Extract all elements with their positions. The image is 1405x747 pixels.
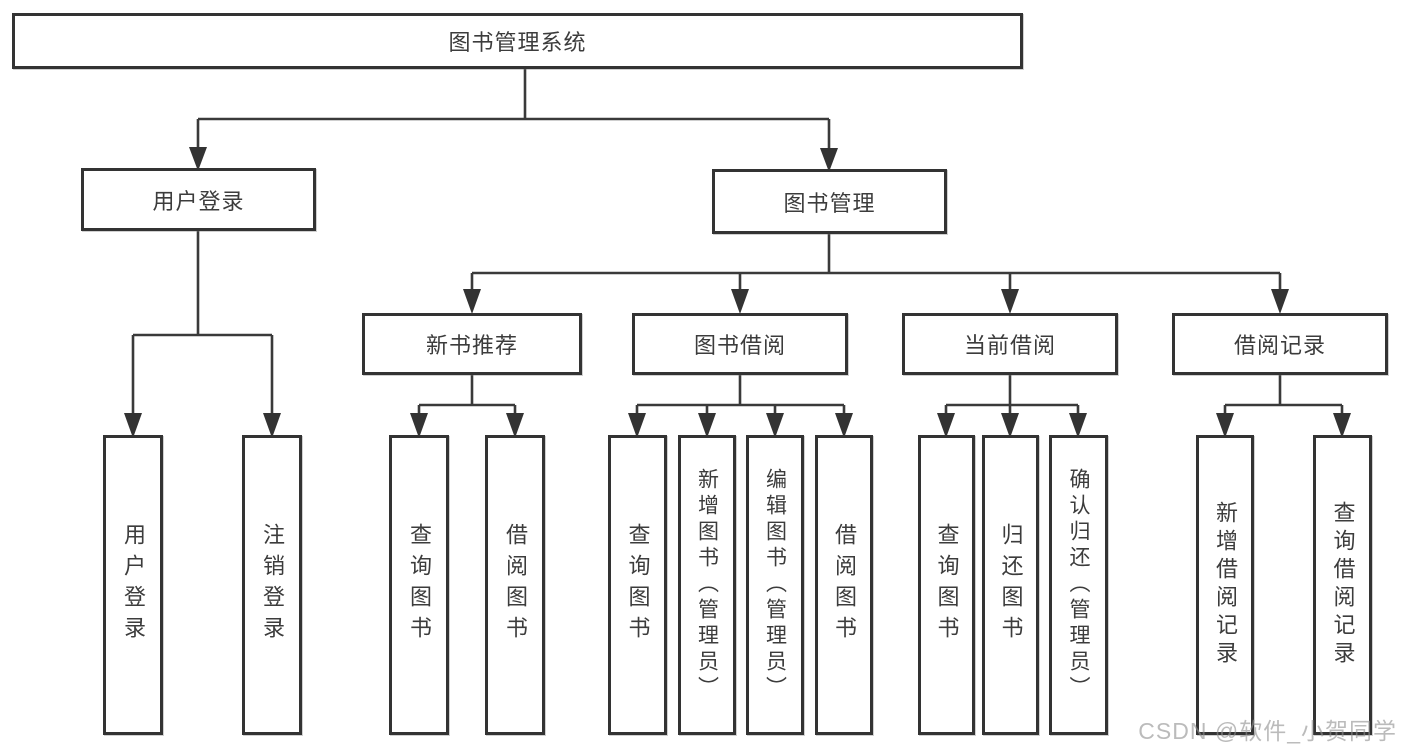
node-borrow-records-label: 借阅记录	[1233, 333, 1326, 358]
node-borrow-books-action-label: 借阅图书	[832, 523, 857, 647]
node-borrow-records: 借阅记录	[1172, 313, 1388, 375]
node-user-login-action: 用户登录	[103, 435, 163, 735]
node-current-borrow-label: 当前借阅	[963, 333, 1056, 358]
node-new-book-recommend-label: 新书推荐	[425, 333, 518, 358]
node-user-login-label: 用户登录	[152, 188, 245, 214]
node-book-borrow: 图书借阅	[632, 313, 848, 375]
node-book-management-label: 图书管理	[783, 190, 876, 216]
connector-book-management-to-level3	[463, 234, 1289, 314]
node-book-management: 图书管理	[712, 169, 947, 234]
node-add-borrow-record: 新增借阅记录	[1196, 435, 1254, 735]
node-return-books: 归还图书	[982, 435, 1039, 735]
node-recommend-query-books-label: 查询图书	[407, 523, 432, 647]
csdn-watermark: CSDN @软件_小贺同学	[1138, 718, 1397, 744]
node-user-login-action-label: 用户登录	[121, 523, 146, 647]
node-return-books-label: 归还图书	[998, 523, 1024, 647]
node-book-borrow-label: 图书借阅	[693, 333, 786, 358]
connector-borrow-records-to-children	[1216, 375, 1351, 438]
node-current-borrow: 当前借阅	[902, 313, 1118, 375]
node-new-book-recommend: 新书推荐	[362, 313, 582, 375]
node-logout-action-label: 注销登录	[260, 523, 285, 647]
node-edit-books-admin-label: 编辑图书（管理员）	[763, 468, 787, 702]
node-query-borrow-record: 查询借阅记录	[1313, 435, 1372, 735]
node-user-login: 用户登录	[81, 168, 316, 231]
connector-new-book-recommend-to-children	[410, 375, 524, 438]
node-current-query-books-label: 查询图书	[934, 523, 960, 647]
node-recommend-borrow-books: 借阅图书	[485, 435, 545, 735]
node-confirm-return-admin: 确认归还（管理员）	[1049, 435, 1108, 735]
node-add-books-admin-label: 新增图书（管理员）	[695, 468, 719, 702]
node-recommend-borrow-books-label: 借阅图书	[503, 523, 528, 647]
node-add-books-admin: 新增图书（管理员）	[678, 435, 736, 735]
connector-root-to-level2	[189, 69, 838, 172]
node-recommend-query-books: 查询图书	[389, 435, 449, 735]
node-library-management-system: 图书管理系统	[12, 13, 1023, 69]
node-borrow-books-action: 借阅图书	[815, 435, 873, 735]
node-logout-action: 注销登录	[242, 435, 302, 735]
connector-user-login-to-children	[124, 231, 281, 438]
node-confirm-return-admin-label: 确认归还（管理员）	[1067, 468, 1090, 702]
node-current-query-books: 查询图书	[918, 435, 975, 735]
node-borrow-query-books: 查询图书	[608, 435, 667, 735]
node-edit-books-admin: 编辑图书（管理员）	[746, 435, 804, 735]
node-borrow-query-books-label: 查询图书	[625, 523, 651, 647]
node-query-borrow-record-label: 查询借阅记录	[1330, 501, 1356, 669]
connector-current-borrow-to-children	[937, 375, 1087, 438]
connector-book-borrow-to-children	[628, 375, 853, 438]
node-add-borrow-record-label: 新增借阅记录	[1213, 501, 1238, 669]
node-library-management-system-label: 图书管理系统	[448, 30, 587, 55]
